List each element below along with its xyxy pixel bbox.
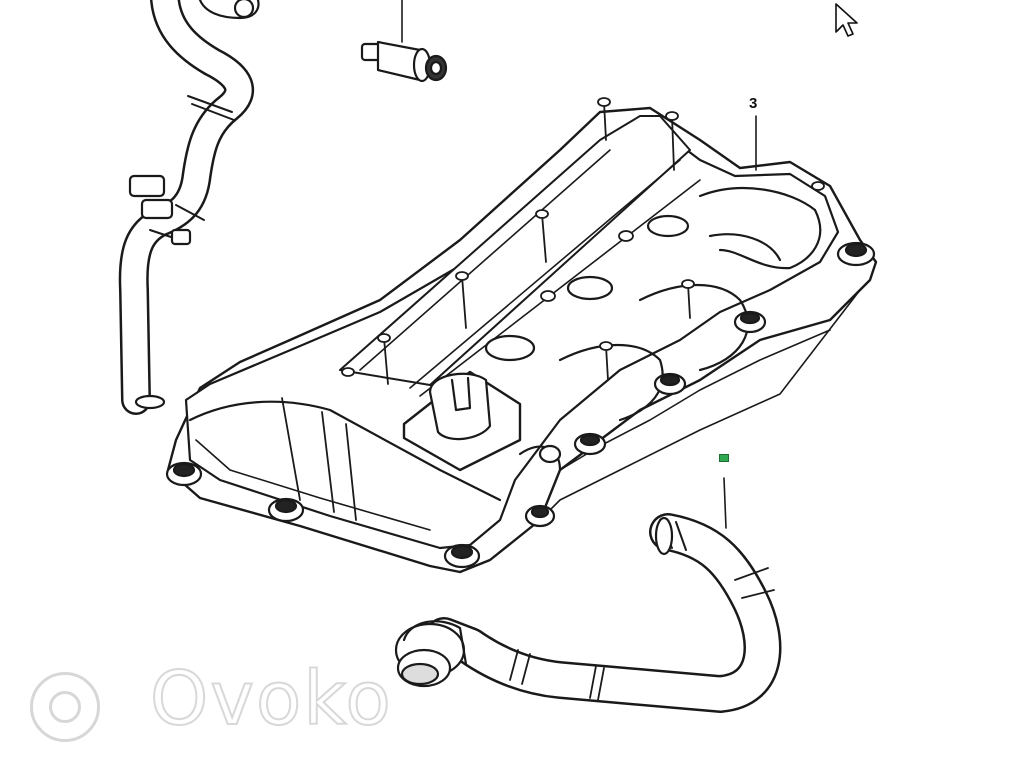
breather-hose-upper bbox=[118, 0, 260, 415]
cover-studs bbox=[341, 97, 825, 385]
mouse-pointer-icon bbox=[835, 3, 858, 37]
pressure-sensor bbox=[360, 0, 448, 83]
valve-cover bbox=[166, 106, 878, 574]
green-marker bbox=[719, 454, 729, 462]
callout-label: 3 bbox=[749, 95, 758, 112]
pcv-hose-lower bbox=[394, 477, 782, 713]
watermark-text: Ovoko bbox=[149, 655, 393, 743]
ovoko-logo-icon bbox=[30, 672, 100, 742]
cover-bolts bbox=[165, 241, 876, 569]
